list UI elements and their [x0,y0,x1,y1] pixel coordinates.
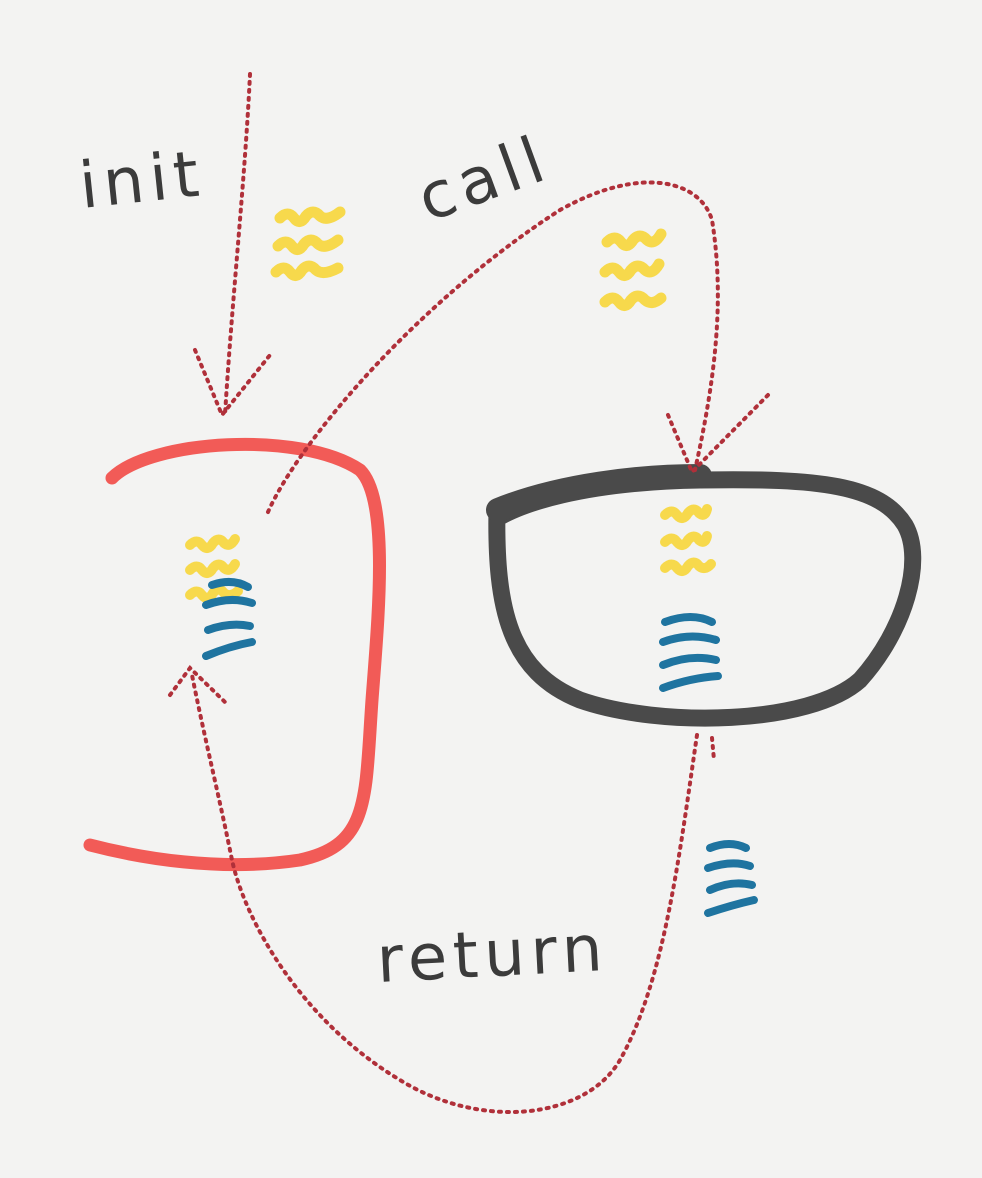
return-arrow [190,673,699,1114]
blue-data-mark-caller [202,578,256,660]
init-arrow [223,72,252,417]
yellow-data-mark-init [270,206,346,281]
yellow-data-mark-callee [660,504,716,576]
call-arrowhead [666,391,772,476]
yellow-data-mark-caller [185,534,243,603]
return-tail-dots [710,736,716,762]
callee-box-lip [486,464,712,522]
caller-box [83,437,386,872]
label-call: call [408,122,559,237]
return-arrowhead [168,664,230,707]
label-return: return [375,912,610,998]
blue-data-mark-return [704,840,758,917]
label-init: init [76,137,208,224]
call-arrow [266,180,720,514]
init-arrowhead [193,348,272,419]
yellow-data-mark-call [599,228,667,311]
blue-data-mark-callee [659,613,722,692]
